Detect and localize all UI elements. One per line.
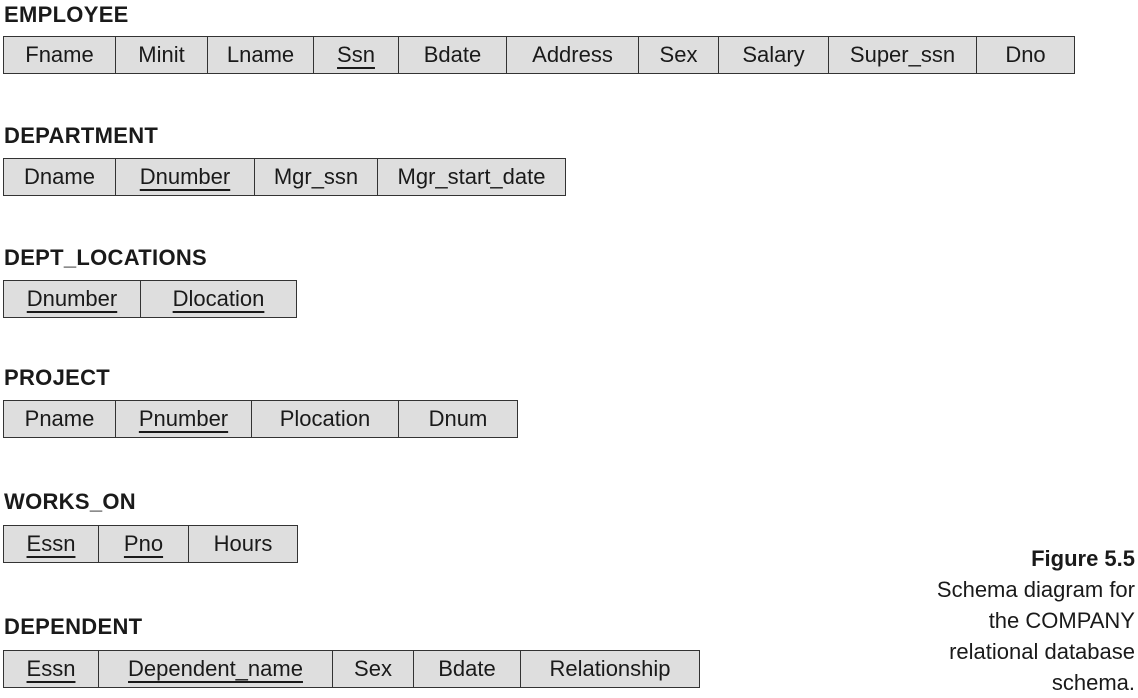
attribute-cell: Sex bbox=[639, 37, 719, 73]
attribute-cell-key: Essn bbox=[4, 651, 99, 687]
attribute-row: Essn Dependent_name Sex Bdate Relationsh… bbox=[3, 650, 700, 688]
attribute-cell-key: Dependent_name bbox=[99, 651, 333, 687]
attribute-cell: Hours bbox=[213, 531, 273, 556]
attribute-cell-key: Essn bbox=[4, 526, 99, 562]
relation-title: PROJECT bbox=[4, 365, 111, 390]
relation-title: DEPARTMENT bbox=[4, 123, 159, 148]
relation-title: DEPT_LOCATIONS bbox=[4, 245, 208, 270]
attribute-row: Pname Pnumber Plocation Dnum bbox=[3, 400, 518, 438]
attribute-row: Dname Dnumber Mgr_ssn Mgr_start_date bbox=[3, 158, 566, 196]
figure-label: Figure 5.5 bbox=[1031, 546, 1135, 571]
attribute-cell: Relationship bbox=[549, 656, 671, 681]
relation-title: WORKS_ON bbox=[4, 489, 136, 514]
attribute-cell: Fname bbox=[4, 37, 116, 73]
attribute-cell: Plocation bbox=[252, 401, 399, 437]
attribute-row: Dnumber Dlocation bbox=[3, 280, 297, 318]
relation-title: DEPENDENT bbox=[4, 614, 143, 639]
attribute-row: Fname Minit Lname Ssn Bdate Address Sex … bbox=[3, 36, 1075, 74]
relation-title: EMPLOYEE bbox=[4, 2, 129, 27]
attribute-cell: Bdate bbox=[414, 651, 521, 687]
attribute-cell: Dname bbox=[4, 159, 116, 195]
attribute-cell: Dnum bbox=[428, 406, 488, 431]
attribute-cell-key: Dlocation bbox=[172, 286, 265, 311]
figure-description: Schema diagram for the COMPANY relationa… bbox=[936, 577, 1135, 695]
attribute-cell: Sex bbox=[333, 651, 414, 687]
attribute-cell: Salary bbox=[719, 37, 829, 73]
attribute-cell-key: Pnumber bbox=[116, 401, 252, 437]
attribute-cell: Address bbox=[507, 37, 639, 73]
attribute-cell: Pname bbox=[4, 401, 116, 437]
attribute-cell-key: Dnumber bbox=[4, 281, 141, 317]
attribute-cell: Dno bbox=[1005, 42, 1046, 67]
attribute-cell: Super_ssn bbox=[829, 37, 977, 73]
attribute-cell-key: Pno bbox=[99, 526, 189, 562]
attribute-cell: Mgr_start_date bbox=[397, 164, 546, 189]
attribute-cell-key: Ssn bbox=[314, 37, 399, 73]
attribute-row: Essn Pno Hours bbox=[3, 525, 298, 563]
figure-caption: Figure 5.5 Schema diagram for the COMPAN… bbox=[915, 544, 1135, 698]
attribute-cell: Lname bbox=[208, 37, 314, 73]
attribute-cell: Mgr_ssn bbox=[255, 159, 378, 195]
attribute-cell-key: Dnumber bbox=[116, 159, 255, 195]
attribute-cell: Minit bbox=[116, 37, 208, 73]
attribute-cell: Bdate bbox=[399, 37, 507, 73]
